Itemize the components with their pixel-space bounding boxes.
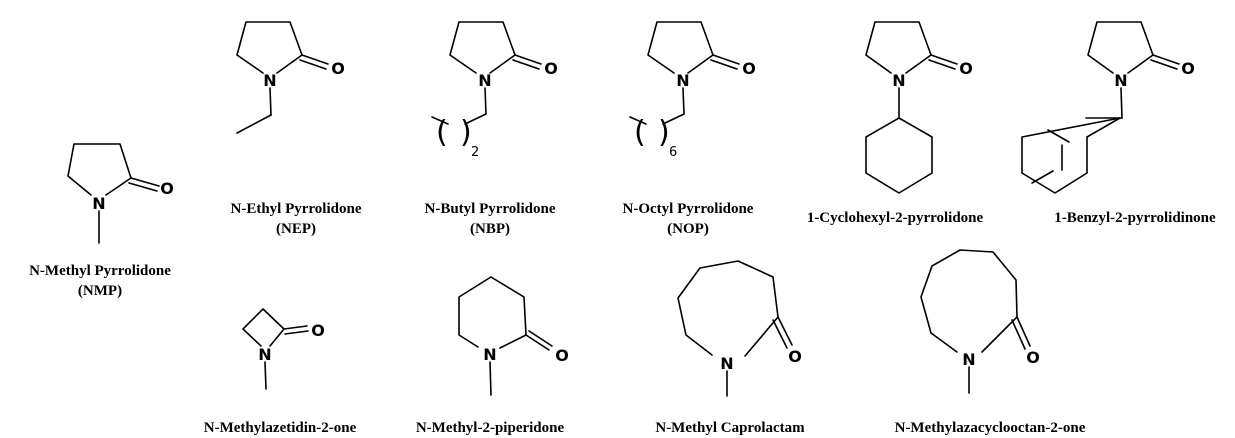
benzyl-oxygen-label: O	[1181, 59, 1195, 78]
nbp-abbr: (NBP)	[470, 221, 510, 237]
nop-name: N-Octyl Pyrrolidone	[623, 201, 754, 217]
nop-repeat-count: 6	[669, 145, 677, 160]
nbp-structure: ( ) 2 N O	[431, 21, 558, 160]
azetidinone-name: N-Methylazetidin-2-one	[204, 420, 357, 436]
nmp-structure: N O	[67, 143, 174, 244]
nop-nitrogen-label: N	[676, 71, 689, 90]
caprolactam-nitrogen-label: N	[720, 354, 733, 373]
piperidone-structure: N O	[458, 276, 569, 396]
azacyclooctanone-structure: N O	[920, 249, 1040, 394]
cyclohexyl-pyrrolidone-name: 1-Cyclohexyl-2-pyrrolidone	[807, 210, 984, 226]
nop-paren-open: (	[634, 115, 646, 150]
nbp-paren-close: )	[460, 115, 472, 150]
piperidone-nitrogen-label: N	[483, 345, 496, 364]
nmp-nitrogen-label: N	[92, 194, 105, 213]
azetidinone-oxygen-label: O	[311, 321, 325, 340]
azacyclooctanone-oxygen-label: O	[1026, 348, 1040, 367]
nop-abbr: (NOP)	[667, 221, 709, 237]
nbp-repeat-count: 2	[471, 145, 479, 160]
caprolactam-structure: N O	[677, 260, 802, 397]
azacyclooctanone-name: N-Methylazacyclooctan-2-one	[895, 420, 1086, 436]
piperidone-oxygen-label: O	[555, 346, 569, 365]
nep-abbr: (NEP)	[276, 221, 316, 237]
nmp-oxygen-label: O	[160, 179, 174, 198]
benzyl-pyrrolidinone-structure: N O	[1021, 21, 1195, 194]
benzyl-nitrogen-label: N	[1114, 71, 1127, 90]
piperidone-name: N-Methyl-2-piperidone	[416, 420, 565, 436]
cyclohexyl-nitrogen-label: N	[892, 71, 905, 90]
nep-structure: N O	[236, 21, 345, 134]
azacyclooctanone-nitrogen-label: N	[962, 350, 975, 369]
azetidinone-structure: N O	[242, 308, 325, 390]
benzyl-pyrrolidinone-name: 1-Benzyl-2-pyrrolidinone	[1054, 210, 1216, 226]
caprolactam-name: N-Methyl Caprolactam	[655, 420, 805, 436]
nbp-nitrogen-label: N	[478, 71, 491, 90]
nbp-oxygen-label: O	[544, 59, 558, 78]
cyclohexyl-pyrrolidone-structure: N O	[865, 21, 973, 194]
azetidinone-nitrogen-label: N	[258, 345, 271, 364]
nmp-name: N-Methyl Pyrrolidone	[29, 263, 171, 279]
nop-oxygen-label: O	[742, 59, 756, 78]
nop-structure: ( ) 6 N O	[629, 21, 756, 160]
caprolactam-oxygen-label: O	[788, 347, 802, 366]
nmp-abbr: (NMP)	[78, 283, 122, 299]
nep-nitrogen-label: N	[263, 71, 276, 90]
cyclohexyl-oxygen-label: O	[959, 59, 973, 78]
nep-oxygen-label: O	[331, 59, 345, 78]
nbp-paren-open: (	[436, 115, 448, 150]
nbp-name: N-Butyl Pyrrolidone	[425, 201, 556, 217]
nop-paren-close: )	[658, 115, 670, 150]
nep-name: N-Ethyl Pyrrolidone	[231, 201, 362, 217]
